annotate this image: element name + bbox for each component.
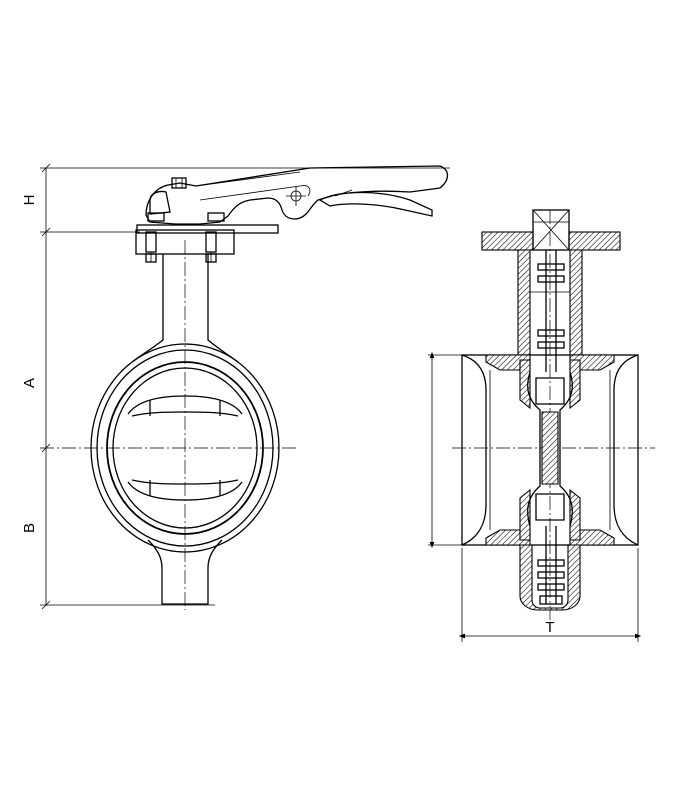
- side-disc: [527, 371, 573, 527]
- lever-handle: [145, 165, 449, 225]
- bottom-boss: [147, 539, 223, 605]
- side-section-view: T: [428, 209, 655, 642]
- side-neck: [517, 249, 583, 372]
- front-dimension-lines: [40, 163, 450, 610]
- disc: [127, 395, 243, 501]
- dimension-B-label: B: [21, 523, 38, 533]
- dimension-diameter: [428, 351, 462, 549]
- valve-body-rings: [90, 343, 280, 553]
- dimension-A-label: A: [21, 378, 38, 388]
- top-flange: [135, 224, 279, 263]
- side-lower-stem: [519, 526, 581, 611]
- front-view: H A B: [21, 163, 450, 610]
- dimension-T-label: T: [545, 619, 554, 636]
- side-top-flange: [481, 209, 621, 251]
- dimension-T: T: [458, 548, 642, 642]
- dimension-H-label: H: [21, 195, 38, 206]
- side-body: [461, 354, 639, 546]
